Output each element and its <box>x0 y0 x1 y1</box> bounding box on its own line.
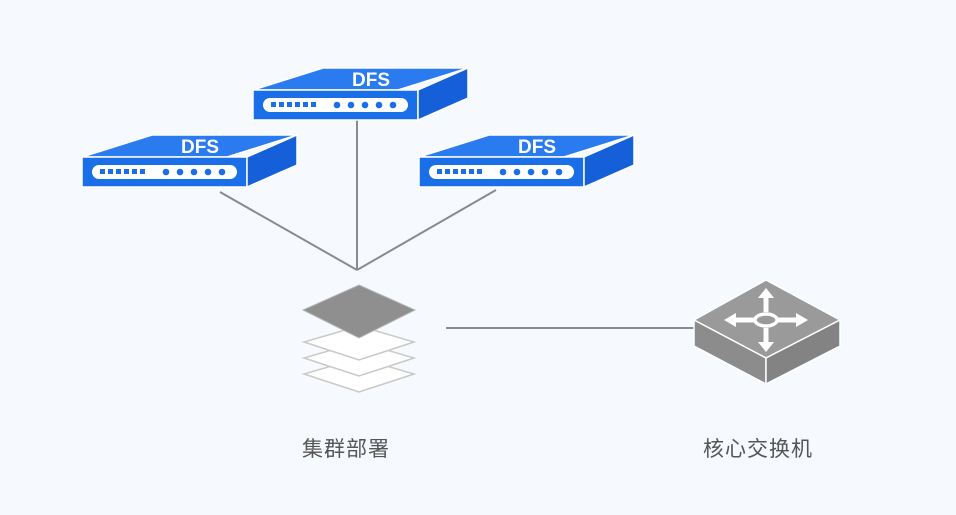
edge-dfs-left-cluster <box>219 191 358 271</box>
switch-label: 核心交换机 <box>703 437 813 461</box>
edge-dfs-right-cluster <box>356 189 497 271</box>
dfs-label: DFS <box>181 137 219 158</box>
cluster-label: 集群部署 <box>302 437 390 461</box>
dfs-server-top: DFS <box>252 67 469 121</box>
dfs-label: DFS <box>518 137 556 158</box>
dfs-server-right: DFS <box>418 134 635 188</box>
dfs-label: DFS <box>352 70 390 91</box>
switch-icon <box>692 279 842 386</box>
dfs-server-left: DFS <box>81 134 298 188</box>
layers-icon <box>301 284 417 393</box>
